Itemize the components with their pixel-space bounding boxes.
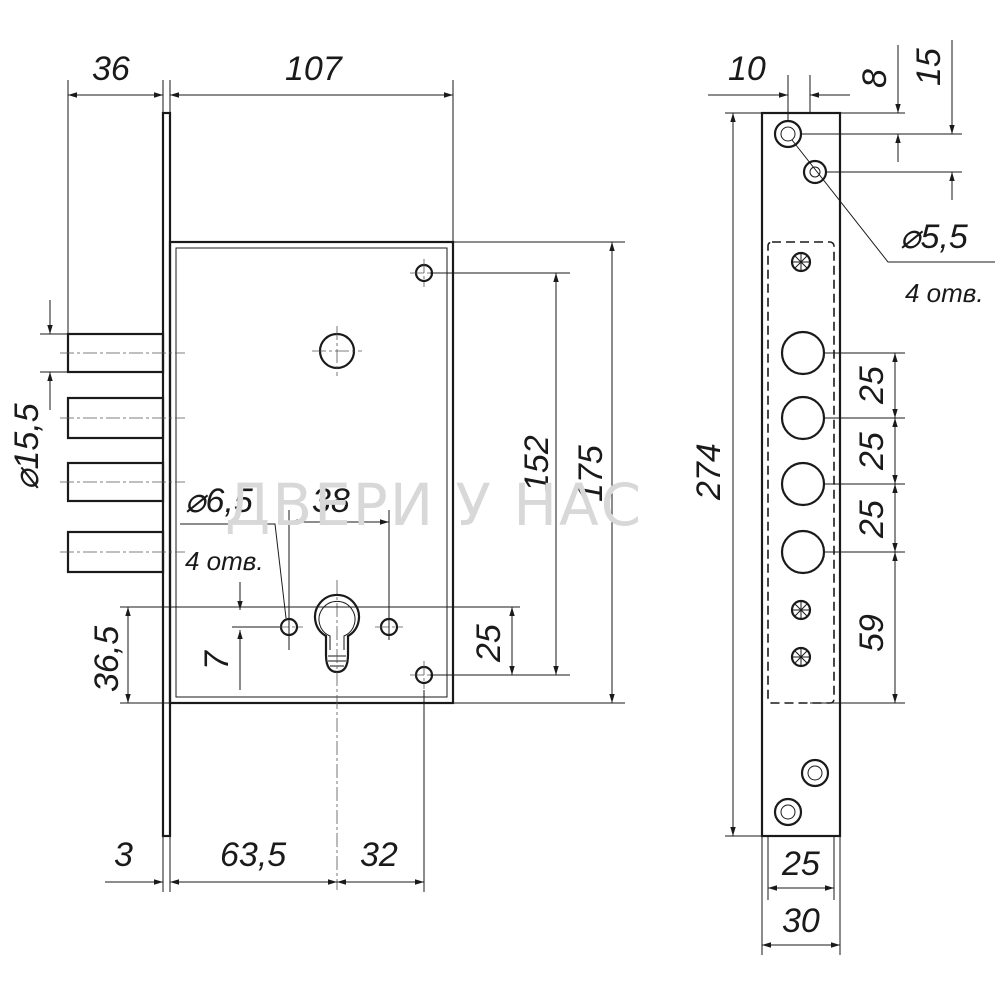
dim-text-152: 152 — [518, 435, 556, 492]
bolts — [60, 332, 185, 574]
dim-text-25-a: 25 — [853, 366, 891, 405]
screw-hole — [800, 758, 830, 788]
screw-hole — [773, 119, 803, 149]
dim-text-274: 274 — [690, 443, 728, 501]
dim-text-32: 32 — [360, 836, 398, 874]
faceplate-side — [760, 111, 842, 838]
dim-text-10: 10 — [728, 50, 766, 88]
lock-body — [168, 240, 455, 705]
dim-text-25-width: 25 — [781, 845, 820, 883]
bolt-hole — [780, 529, 826, 575]
bolt-hole — [780, 330, 826, 376]
side-view: 10 8 15 ⌀5,5 4 отв. 274 25 25 25 59 25 3… — [690, 40, 995, 955]
dim-text-4-holes-side: 4 отв. — [905, 278, 984, 308]
dim-text-4-holes: 4 отв. — [185, 546, 264, 576]
bolt-hole — [780, 461, 826, 507]
watermark: ДВЕРИ У НАС — [225, 471, 643, 539]
screw-holes — [773, 119, 830, 827]
dim-text-175: 175 — [572, 445, 610, 502]
dim-text-3: 3 — [114, 836, 133, 874]
leader-screw — [791, 139, 995, 263]
dim-text-36-5: 36,5 — [88, 626, 126, 692]
dim-text-8: 8 — [856, 69, 894, 88]
dim-text-6-5: ⌀6,5 — [185, 482, 253, 520]
lock-body-inner-edge — [175, 247, 448, 698]
front-view: 36 107 ⌀15,5 ⌀6,5 4 отв. 38 152 175 36,5… — [8, 50, 625, 892]
dim-text-107: 107 — [285, 50, 343, 88]
dim-text-30-width: 30 — [782, 902, 820, 940]
dim-text-15-5: ⌀15,5 — [8, 403, 46, 490]
dim-text-38: 38 — [312, 482, 350, 520]
dim-text-15-side: 15 — [910, 48, 948, 86]
bolt-cover-outline — [767, 241, 835, 704]
dim-text-25-c: 25 — [853, 500, 891, 539]
pin — [790, 251, 812, 273]
dim-text-59: 59 — [853, 614, 891, 652]
bolt-hole — [780, 395, 826, 441]
screw-hole — [773, 797, 803, 827]
dim-text-36: 36 — [92, 50, 130, 88]
leader-hole — [180, 523, 287, 619]
pins — [790, 251, 812, 668]
bolt-holes — [780, 330, 826, 575]
dim-text-25-front: 25 — [470, 624, 508, 663]
pin — [790, 646, 812, 668]
dim-text-7: 7 — [198, 650, 236, 670]
dim-text-5-5: ⌀5,5 — [900, 218, 968, 256]
dim-text-25-b: 25 — [853, 432, 891, 471]
pin — [790, 599, 812, 621]
dim-text-63-5: 63,5 — [220, 836, 286, 874]
